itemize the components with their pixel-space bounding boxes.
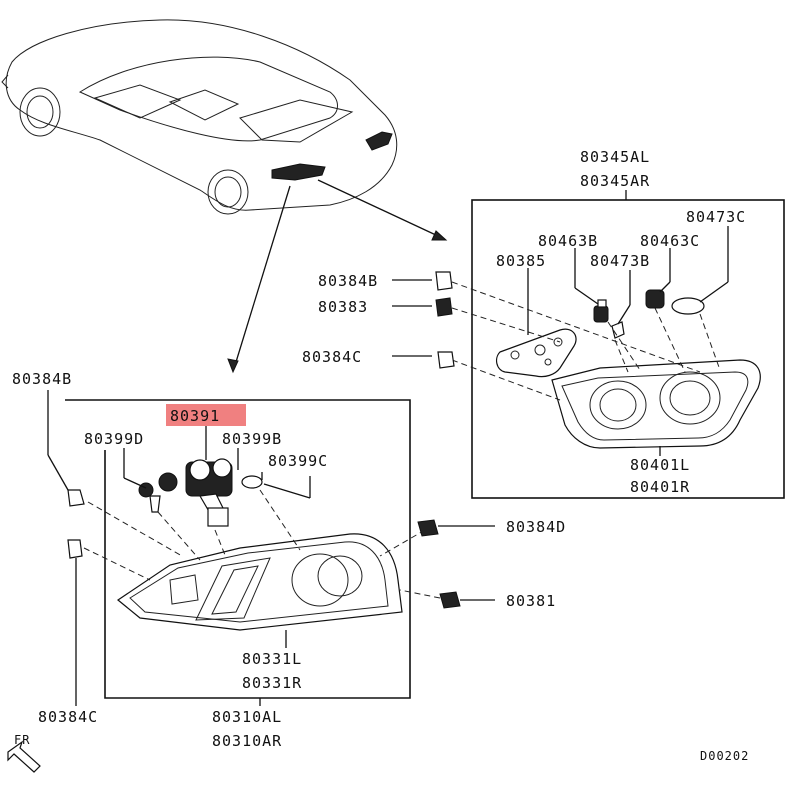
callout-arrows	[227, 179, 448, 374]
outer-lamp-assembly-box	[65, 399, 441, 706]
label-fr: FR	[14, 733, 30, 747]
label-80384B-left: 80384B	[12, 370, 72, 388]
diagram-code: D00202	[700, 749, 749, 763]
harness-80391	[138, 458, 263, 527]
front-direction-icon	[7, 740, 41, 773]
label-80391: 80391	[170, 407, 220, 425]
label-80399C: 80399C	[268, 452, 328, 470]
label-80383: 80383	[318, 298, 368, 316]
highlight-80391	[166, 404, 246, 426]
right-fasteners	[392, 271, 455, 369]
labels: 80345AL 80345AR 80473C 80463B 80463C 803…	[12, 148, 749, 763]
label-80310AL: 80310AL	[212, 708, 282, 726]
car-illustration	[1, 19, 398, 215]
label-80401R: 80401R	[630, 478, 690, 496]
label-80331R: 80331R	[242, 674, 302, 692]
bulb-80473B	[611, 321, 625, 339]
label-80384C-left: 80384C	[38, 708, 98, 726]
label-80473C: 80473C	[686, 208, 746, 226]
label-80310AR: 80310AR	[212, 732, 282, 750]
label-80463C: 80463C	[640, 232, 700, 250]
label-80384C-right: 80384C	[302, 348, 362, 366]
label-80384B-right: 80384B	[318, 272, 378, 290]
label-80385: 80385	[496, 252, 546, 270]
label-80381: 80381	[506, 592, 556, 610]
label-80399B: 80399B	[222, 430, 282, 448]
label-80463B: 80463B	[538, 232, 598, 250]
bulb-80473C	[671, 297, 705, 315]
left-fasteners	[47, 390, 495, 706]
label-80473B: 80473B	[590, 252, 650, 270]
label-80345AR: 80345AR	[580, 172, 650, 190]
label-80401L: 80401L	[630, 456, 690, 474]
socket-80463C	[645, 289, 665, 309]
label-80399D: 80399D	[84, 430, 144, 448]
socket-80463B	[593, 299, 609, 323]
label-80384D: 80384D	[506, 518, 566, 536]
inner-lamp-assembly-box	[451, 190, 785, 499]
label-80331L: 80331L	[242, 650, 302, 668]
label-80345AL: 80345AL	[580, 148, 650, 166]
